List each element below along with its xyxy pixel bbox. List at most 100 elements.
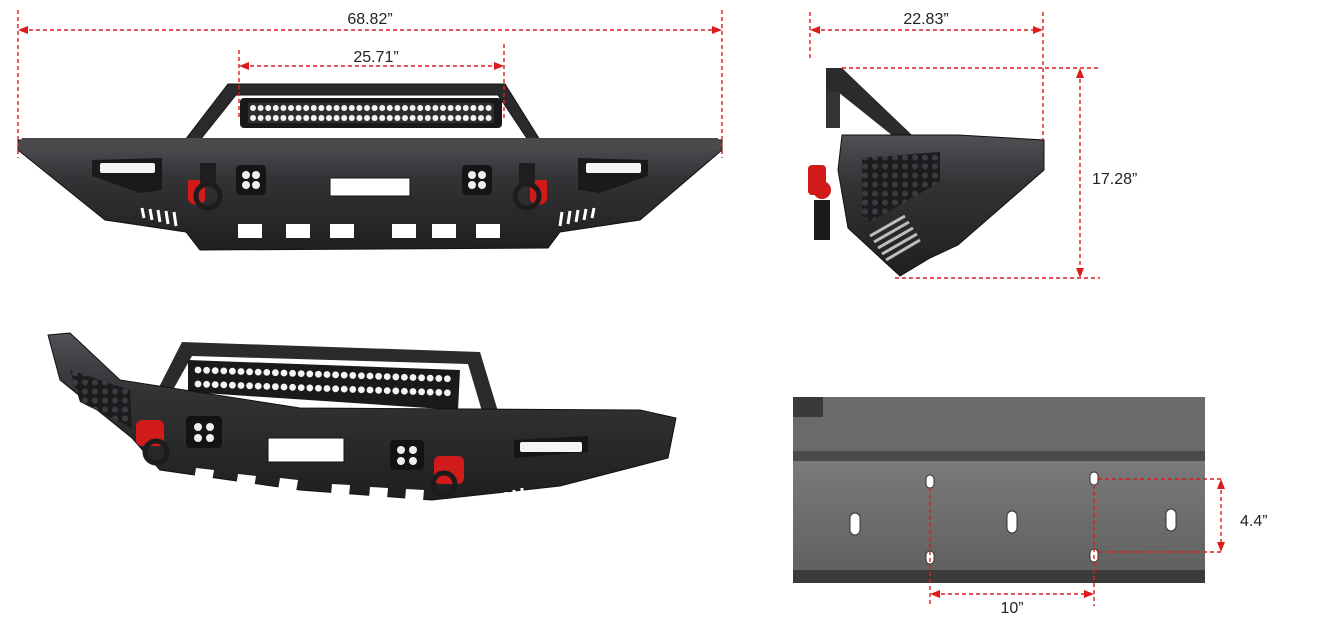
led	[254, 368, 262, 376]
dimension-mount-horizontal: 10”	[929, 485, 1095, 617]
led	[257, 105, 264, 111]
led	[455, 105, 462, 111]
led	[229, 367, 236, 375]
led	[386, 115, 393, 121]
led	[265, 115, 272, 121]
led	[326, 105, 332, 111]
perspective-cube-light	[186, 416, 222, 448]
led	[306, 370, 314, 378]
led	[444, 389, 451, 397]
led	[409, 105, 416, 111]
led	[272, 105, 279, 111]
led	[409, 115, 416, 121]
led	[375, 372, 382, 380]
led	[424, 105, 431, 111]
led	[220, 367, 228, 375]
led	[315, 384, 322, 392]
led	[289, 369, 296, 377]
led	[211, 381, 219, 389]
led	[295, 115, 302, 121]
led	[356, 105, 363, 111]
led	[288, 115, 294, 121]
led	[394, 105, 401, 111]
led	[418, 388, 425, 396]
led	[310, 115, 317, 121]
d-ring-shackle-left	[188, 163, 223, 211]
led	[323, 371, 331, 378]
led	[297, 384, 305, 392]
led	[358, 372, 365, 380]
winch-opening	[329, 177, 411, 197]
perspective-bumper-body	[47, 332, 677, 501]
led	[220, 381, 228, 389]
side-vents	[869, 214, 921, 262]
perspective-winch-opening	[267, 437, 345, 463]
led	[323, 385, 331, 392]
skid-plate-cutouts	[238, 224, 500, 238]
led	[356, 115, 363, 121]
led	[211, 367, 219, 375]
led	[318, 105, 325, 111]
led	[462, 115, 469, 121]
led	[237, 368, 245, 375]
led	[288, 105, 294, 111]
mount-horizontal-label: 10”	[1000, 600, 1023, 617]
side-vents-right	[558, 207, 596, 227]
led	[485, 105, 492, 111]
dimension-mount-vertical: 4.4”	[1098, 478, 1268, 553]
perspective-fog-light	[514, 436, 588, 458]
depth-label: 22.83”	[903, 11, 948, 28]
led	[272, 115, 279, 121]
led	[332, 371, 339, 379]
led	[440, 105, 446, 111]
led	[401, 387, 408, 395]
dimension-overall-width: 68.82”	[17, 10, 723, 158]
led	[366, 372, 374, 380]
led	[455, 115, 462, 121]
mount-vertical-label: 4.4”	[1240, 513, 1268, 530]
led	[280, 383, 288, 391]
led	[358, 386, 365, 394]
led	[306, 384, 314, 392]
side-hoop	[826, 68, 912, 140]
front-view: 68.82” 25.71”	[17, 10, 723, 251]
led	[379, 115, 386, 121]
led	[326, 115, 332, 121]
led	[272, 383, 279, 391]
cube-light-right	[462, 165, 492, 195]
led	[371, 105, 378, 111]
led-light-bar	[240, 98, 502, 128]
mounting-holes	[925, 471, 1099, 565]
led	[303, 105, 310, 111]
led	[265, 105, 272, 111]
led	[417, 115, 424, 121]
led	[440, 115, 446, 121]
led	[348, 115, 355, 121]
perspective-hoop	[155, 342, 500, 418]
led	[392, 373, 400, 381]
perspective-cube-light-right	[390, 440, 424, 470]
led	[349, 386, 357, 393]
led	[379, 105, 386, 111]
led	[371, 115, 378, 121]
overall-width-label: 68.82”	[347, 11, 392, 28]
d-ring-shackle-right	[512, 163, 547, 211]
led	[447, 115, 454, 121]
led	[349, 372, 357, 379]
led	[250, 115, 256, 121]
led	[383, 373, 391, 381]
led	[280, 105, 287, 111]
led	[478, 105, 484, 111]
led	[386, 105, 393, 111]
led	[470, 115, 477, 121]
led	[237, 382, 245, 389]
side-shackle	[808, 165, 831, 240]
height-label: 17.28”	[1092, 171, 1137, 188]
led	[203, 380, 211, 388]
perspective-view	[47, 332, 677, 504]
led	[333, 115, 340, 121]
led	[341, 105, 348, 111]
led	[364, 115, 370, 121]
led	[318, 115, 325, 121]
